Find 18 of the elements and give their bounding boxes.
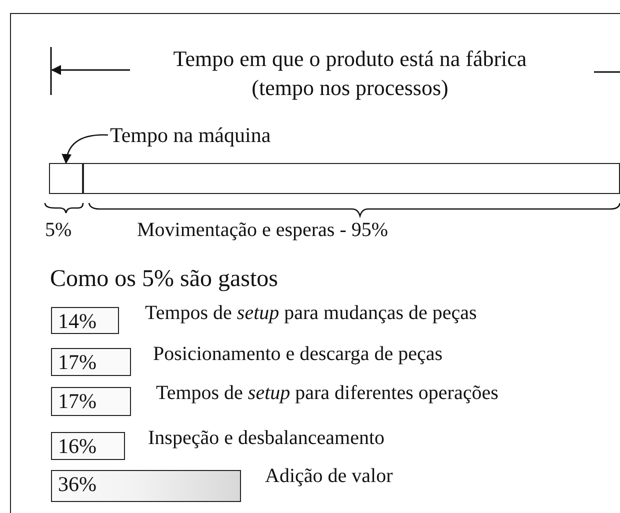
description-text: Adição de valor bbox=[265, 465, 393, 488]
section-heading: Como os 5% são gastos bbox=[50, 266, 278, 293]
dimension-label: Tempo em que o produto está na fábrica (tempo nos processos) bbox=[172, 45, 528, 102]
percentage-box: 16% bbox=[51, 432, 125, 460]
description-text: Inspeção e desbalanceamento bbox=[148, 427, 385, 450]
percentage-box: 36% bbox=[51, 470, 241, 502]
description-text: Tempos de setup para mudanças de peças bbox=[145, 302, 477, 325]
description-text: Posicionamento e descarga de peças bbox=[153, 343, 443, 366]
percentage-box: 17% bbox=[51, 348, 131, 376]
percent-label: 5% bbox=[45, 219, 72, 242]
bar-segment bbox=[83, 163, 620, 194]
bracket-label: Movimentação e esperas - 95% bbox=[137, 219, 388, 242]
percentage-box: 17% bbox=[51, 387, 131, 416]
percentage-box: 14% bbox=[51, 307, 119, 334]
bar-segment bbox=[49, 163, 83, 194]
description-text: Tempos de setup para diferentes operações bbox=[156, 382, 498, 405]
annotation-text: Tempo na máquina bbox=[110, 122, 271, 148]
leader-arrow bbox=[62, 134, 108, 164]
